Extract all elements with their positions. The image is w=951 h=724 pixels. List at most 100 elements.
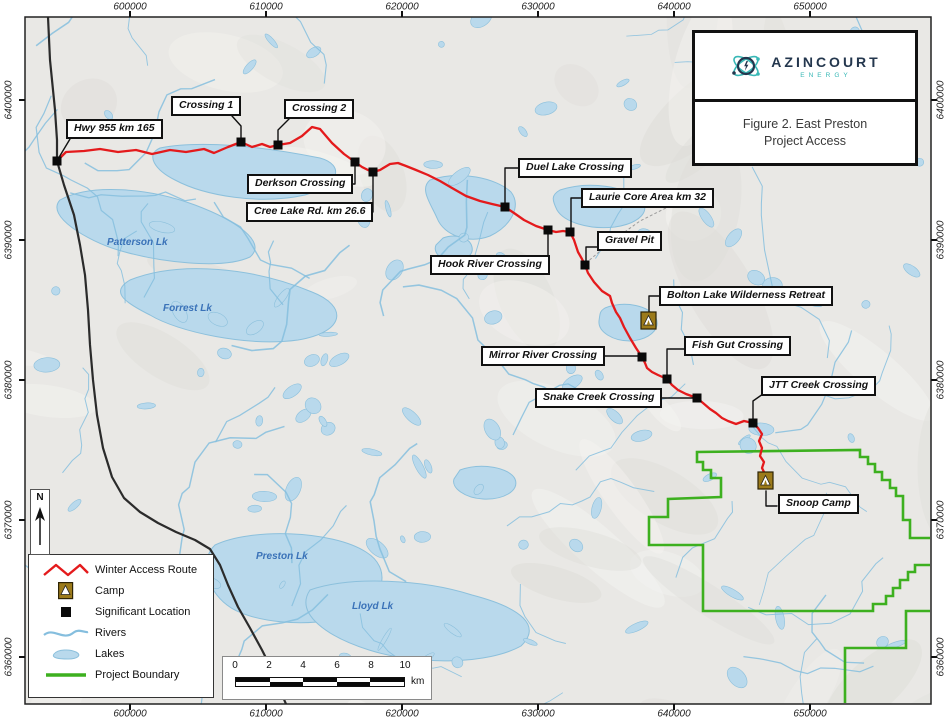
significant-location-marker xyxy=(350,157,360,167)
significant-location-markers xyxy=(52,137,758,428)
camp-icon xyxy=(757,471,774,490)
axis-tick xyxy=(265,704,267,710)
legend-item-label: Project Boundary xyxy=(95,668,180,681)
axis-tick xyxy=(401,704,403,710)
map-label-derkson-crossing: Derkson Crossing xyxy=(247,174,354,194)
map-label-snake-creek-crossing: Snake Creek Crossing xyxy=(535,388,663,408)
scale-bar-cell xyxy=(336,682,371,686)
significant-location-marker xyxy=(662,374,672,384)
map-label-crossing-2: Crossing 2 xyxy=(284,99,355,119)
scale-bar-cell xyxy=(303,682,337,686)
north-label: N xyxy=(36,492,44,503)
axis-label-left: 6370000 xyxy=(3,500,15,540)
axis-tick xyxy=(19,379,25,381)
map-label-bolton-lake-wilderness-retreat: Bolton Lake Wilderness Retreat xyxy=(659,286,834,306)
map-label-fish-gut-crossing: Fish Gut Crossing xyxy=(684,336,792,356)
axis-label-top: 600000 xyxy=(113,1,147,13)
axis-tick xyxy=(809,11,811,17)
route-legend-icon xyxy=(37,561,95,579)
significant-location-marker xyxy=(565,227,575,237)
legend-item-rivers: Rivers xyxy=(29,622,213,643)
axis-label-right: 6380000 xyxy=(935,360,947,400)
axis-tick xyxy=(809,704,811,710)
lake-label-patterson-lk: Patterson Lk xyxy=(107,237,168,248)
axis-label-top: 650000 xyxy=(793,1,827,13)
highway-road-line xyxy=(46,17,288,704)
map-label-hook-river-crossing: Hook River Crossing xyxy=(430,255,550,275)
significant-location-marker xyxy=(692,393,702,403)
map-label-gravel-pit: Gravel Pit xyxy=(597,231,663,251)
scale-bar-tick: 8 xyxy=(368,660,374,671)
axis-label-right: 6390000 xyxy=(935,220,947,260)
legend-item-label: Lakes xyxy=(95,647,125,660)
scale-bar-cell xyxy=(269,678,304,682)
axis-tick xyxy=(931,239,937,241)
legend-item-project-boundary: Project Boundary xyxy=(29,664,213,685)
brand-name: AZINCOURT xyxy=(771,53,881,70)
axis-label-bottom: 640000 xyxy=(657,708,691,720)
axis-label-top: 640000 xyxy=(657,1,691,13)
north-arrow-icon xyxy=(35,507,45,545)
figure-title-line2: Project Access xyxy=(764,133,846,148)
axis-label-left: 6400000 xyxy=(3,80,15,120)
north-arrow: N xyxy=(30,489,50,555)
map-label-hwy-955-km-165: Hwy 955 km 165 xyxy=(66,119,163,139)
axis-tick xyxy=(401,11,403,17)
scale-bar-tick: 0 xyxy=(232,660,238,671)
axis-label-bottom: 630000 xyxy=(521,708,555,720)
axis-tick xyxy=(673,11,675,17)
legend-item-label: Winter Access Route xyxy=(95,563,198,576)
axis-tick xyxy=(19,519,25,521)
axis-label-top: 610000 xyxy=(249,1,283,13)
axis-tick xyxy=(673,704,675,710)
axis-tick xyxy=(129,704,131,710)
significant-location-marker xyxy=(543,225,553,235)
map-label-snoop-camp: Snoop Camp xyxy=(778,494,859,514)
map-label-crossing-1: Crossing 1 xyxy=(171,96,242,116)
river-legend-icon xyxy=(37,625,95,641)
axis-tick xyxy=(19,239,25,241)
azincourt-atom-logo-icon xyxy=(732,55,761,77)
title-box: AZINCOURT ENERGY Figure 2. East Preston … xyxy=(692,30,918,166)
scale-bar-cell xyxy=(269,682,304,686)
scale-bar-cell xyxy=(303,678,337,682)
axis-tick xyxy=(931,656,937,658)
significant-location-marker xyxy=(368,167,378,177)
legend-item-camp: Camp xyxy=(29,580,213,601)
legend-item-label: Rivers xyxy=(95,626,127,639)
camp-icon xyxy=(640,311,657,330)
lake-label-preston-lk: Preston Lk xyxy=(256,551,308,562)
scale-bar-segments xyxy=(235,677,405,687)
figure-title: Figure 2. East Preston Project Access xyxy=(695,102,915,163)
logo-row: AZINCOURT ENERGY xyxy=(695,33,915,102)
axis-label-bottom: 620000 xyxy=(385,708,419,720)
legend-item-significant-location: Significant Location xyxy=(29,601,213,622)
axis-label-left: 6360000 xyxy=(3,637,15,677)
lake-label-forrest-lk: Forrest Lk xyxy=(163,303,212,314)
axis-label-top: 630000 xyxy=(521,1,555,13)
lake-legend-icon xyxy=(37,646,95,662)
map-label-jtt-creek-crossing: JTT Creek Crossing xyxy=(761,376,877,396)
significant-location-marker xyxy=(748,418,758,428)
scale-bar-cell xyxy=(370,678,404,682)
boundary-legend-icon xyxy=(37,671,95,679)
legend-item-winter-access-route: Winter Access Route xyxy=(29,559,213,580)
map-label-laurie-core-area-km-32: Laurie Core Area km 32 xyxy=(581,188,714,208)
map-label-cree-lake-rd-km-26-6: Cree Lake Rd. km 26.6 xyxy=(246,202,374,222)
axis-label-top: 620000 xyxy=(385,1,419,13)
map-frame xyxy=(24,16,932,705)
legend-item-label: Significant Location xyxy=(95,605,191,618)
scale-bar-cell xyxy=(370,682,404,686)
legend-item-lakes: Lakes xyxy=(29,643,213,664)
scale-bar-tick: 4 xyxy=(300,660,306,671)
figure-title-line1: Figure 2. East Preston xyxy=(742,116,868,131)
significant-location-marker xyxy=(500,202,510,212)
legend-item-label: Camp xyxy=(95,584,125,597)
axis-tick xyxy=(19,99,25,101)
scale-bar-cell xyxy=(236,682,270,686)
camp-legend-icon xyxy=(37,581,95,600)
axis-tick xyxy=(537,704,539,710)
